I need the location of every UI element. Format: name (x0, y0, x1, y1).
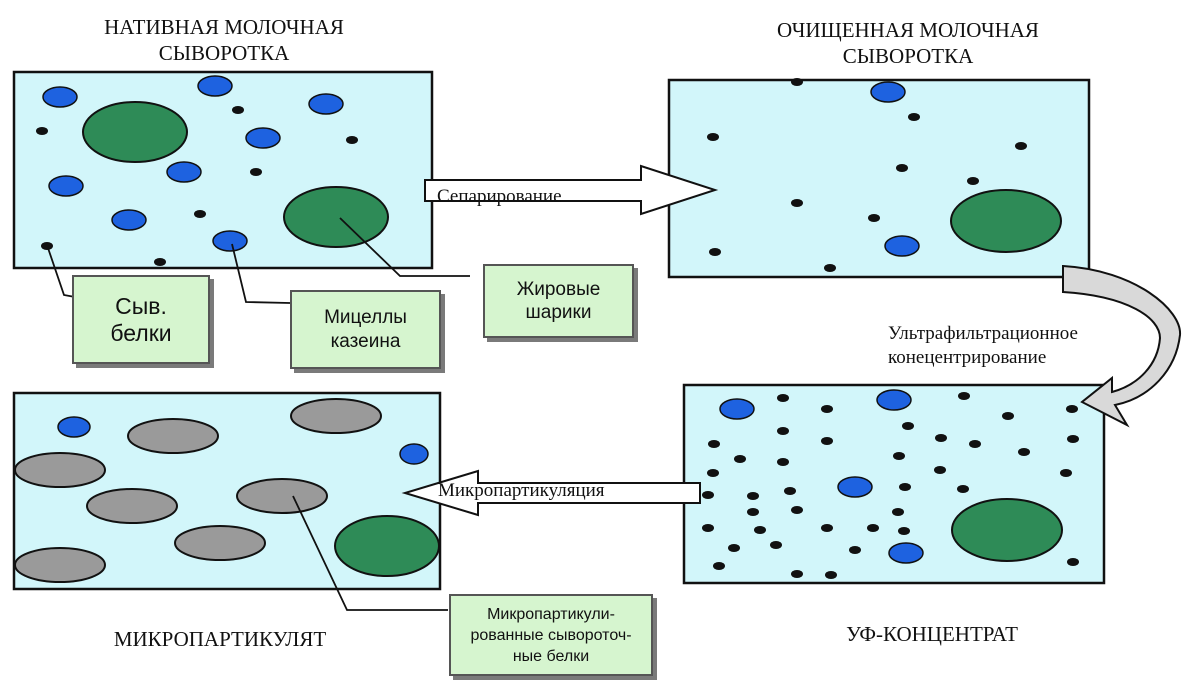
casein-micelle (838, 477, 872, 497)
whey-protein (41, 242, 53, 250)
whey-protein (1067, 435, 1079, 443)
casein-micelle (58, 417, 90, 437)
casein-micelle (213, 231, 247, 251)
whey-protein (707, 133, 719, 141)
whey-protein (1018, 448, 1030, 456)
whey-protein (969, 440, 981, 448)
title-microparticulate: МИКРОПАРТИКУЛЯТ (60, 626, 380, 652)
whey-protein (898, 527, 910, 535)
whey-protein (36, 127, 48, 135)
casein-micelle (49, 176, 83, 196)
casein-micelle (400, 444, 428, 464)
whey-protein (849, 546, 861, 554)
label-fat-globules: Жировые шарики (483, 264, 634, 338)
whey-protein (825, 571, 837, 579)
whey-protein (777, 394, 789, 402)
casein-micelle (246, 128, 280, 148)
whey-protein (791, 570, 803, 578)
label-microparticulated-proteins: Микропартикули- рованные сывороточ- ные … (449, 594, 653, 676)
whey-protein (708, 440, 720, 448)
process-ultrafiltration: Ультрафильтрационное конецентрирование (888, 322, 1078, 370)
microparticle (15, 453, 105, 487)
casein-micelle (889, 543, 923, 563)
casein-micelle (112, 210, 146, 230)
title-uf-concentrate: УФ-КОНЦЕНТРАТ (782, 621, 1082, 647)
casein-micelle (877, 390, 911, 410)
whey-protein (967, 177, 979, 185)
casein-micelle (885, 236, 919, 256)
whey-protein (935, 434, 947, 442)
casein-micelle (309, 94, 343, 114)
whey-protein (902, 422, 914, 430)
whey-protein (770, 541, 782, 549)
whey-protein (777, 427, 789, 435)
whey-protein (934, 466, 946, 474)
fat-globule (335, 516, 439, 576)
whey-protein (194, 210, 206, 218)
casein-micelle (198, 76, 232, 96)
whey-protein (1066, 405, 1078, 413)
whey-protein (702, 524, 714, 532)
whey-protein (702, 491, 714, 499)
whey-protein (346, 136, 358, 144)
whey-protein (250, 168, 262, 176)
whey-protein (713, 562, 725, 570)
whey-protein (754, 526, 766, 534)
whey-protein (868, 214, 880, 222)
fat-globule (951, 190, 1061, 252)
whey-protein (893, 452, 905, 460)
fat-globule (952, 499, 1062, 561)
process-separation: Сепарирование (437, 186, 562, 208)
title-native-whey: НАТИВНАЯ МОЛОЧНАЯ СЫВОРОТКА (54, 14, 394, 66)
whey-protein (734, 455, 746, 463)
casein-micelle (871, 82, 905, 102)
whey-protein (791, 199, 803, 207)
process-microparticulation: Микропартикуляция (438, 480, 605, 502)
whey-protein (791, 506, 803, 514)
whey-protein (1067, 558, 1079, 566)
whey-protein (821, 405, 833, 413)
whey-protein (728, 544, 740, 552)
casein-micelle (167, 162, 201, 182)
microparticle (175, 526, 265, 560)
whey-protein (747, 492, 759, 500)
whey-protein (957, 485, 969, 493)
whey-protein (709, 248, 721, 256)
whey-protein (892, 508, 904, 516)
whey-protein (824, 264, 836, 272)
whey-protein (958, 392, 970, 400)
whey-protein (899, 483, 911, 491)
title-purified-whey: ОЧИЩЕННАЯ МОЛОЧНАЯ СЫВОРОТКА (718, 17, 1098, 69)
whey-protein (791, 78, 803, 86)
whey-protein (747, 508, 759, 516)
microparticle (237, 479, 327, 513)
label-casein-micelles: Мицеллы казеина (290, 290, 441, 369)
whey-protein (777, 458, 789, 466)
whey-protein (908, 113, 920, 121)
whey-protein (707, 469, 719, 477)
whey-protein (821, 437, 833, 445)
fat-globule (284, 187, 388, 247)
whey-protein (232, 106, 244, 114)
whey-protein (784, 487, 796, 495)
whey-protein (1015, 142, 1027, 150)
microparticle (128, 419, 218, 453)
whey-protein (867, 524, 879, 532)
label-whey-proteins: Сыв. белки (72, 275, 210, 364)
microparticle (291, 399, 381, 433)
whey-protein (821, 524, 833, 532)
fat-globule (83, 102, 187, 162)
casein-micelle (720, 399, 754, 419)
microparticle (87, 489, 177, 523)
whey-protein (896, 164, 908, 172)
casein-micelle (43, 87, 77, 107)
whey-protein (1060, 469, 1072, 477)
microparticle (15, 548, 105, 582)
whey-protein (154, 258, 166, 266)
whey-protein (1002, 412, 1014, 420)
